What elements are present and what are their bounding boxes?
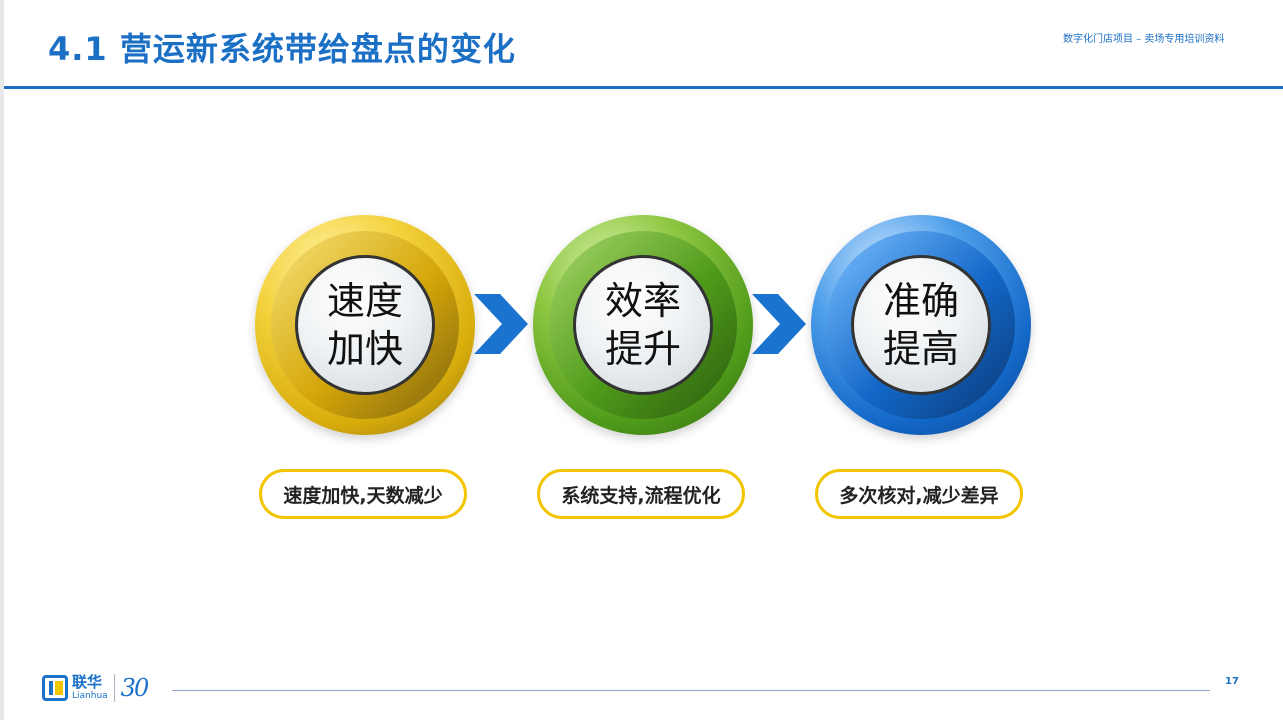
chevron-right-icon — [752, 294, 806, 354]
accuracy-caption: 多次核对,减少差异 — [815, 469, 1023, 519]
page-number: 17 — [1225, 676, 1239, 687]
speed-circle-line-1: 速度 — [326, 279, 403, 323]
accuracy-circle: 准确 提高 — [811, 215, 1031, 435]
chevron-right-icon — [474, 294, 528, 354]
accuracy-circle-ring: 准确 提高 — [827, 231, 1015, 419]
header-divider — [4, 86, 1283, 89]
accuracy-circle-line-1: 准确 — [882, 279, 959, 323]
logo-divider — [113, 674, 115, 702]
header-subtitle: 数字化门店项目 – 卖场专用培训资料 — [1063, 34, 1225, 45]
efficiency-circle-ring: 效率 提升 — [549, 231, 737, 419]
speed-circle-ring: 速度 加快 — [271, 231, 459, 419]
page-title: 4.1 营运新系统带给盘点的变化 — [48, 30, 516, 68]
accuracy-circle-line-2: 提高 — [882, 327, 959, 371]
lianhua-logo: 联华 Lianhua 30 — [42, 672, 150, 704]
footer-divider — [172, 690, 1210, 691]
anniversary-30-mark: 30 — [120, 674, 150, 702]
efficiency-circle-line-1: 效率 — [604, 279, 681, 323]
efficiency-circle: 效率 提升 — [533, 215, 753, 435]
speed-circle-center: 速度 加快 — [295, 255, 435, 395]
efficiency-circle-line-2: 提升 — [604, 327, 681, 371]
lianhua-logo-icon — [42, 675, 68, 701]
speed-circle-line-2: 加快 — [326, 327, 403, 371]
speed-circle: 速度 加快 — [255, 215, 475, 435]
logo-chinese-name: 联华 — [72, 673, 103, 691]
accuracy-circle-center: 准确 提高 — [851, 255, 991, 395]
speed-caption: 速度加快,天数减少 — [259, 469, 467, 519]
logo-english-name: Lianhua — [72, 691, 108, 701]
efficiency-caption: 系统支持,流程优化 — [537, 469, 745, 519]
efficiency-circle-center: 效率 提升 — [573, 255, 713, 395]
left-edge-strip — [0, 0, 4, 720]
